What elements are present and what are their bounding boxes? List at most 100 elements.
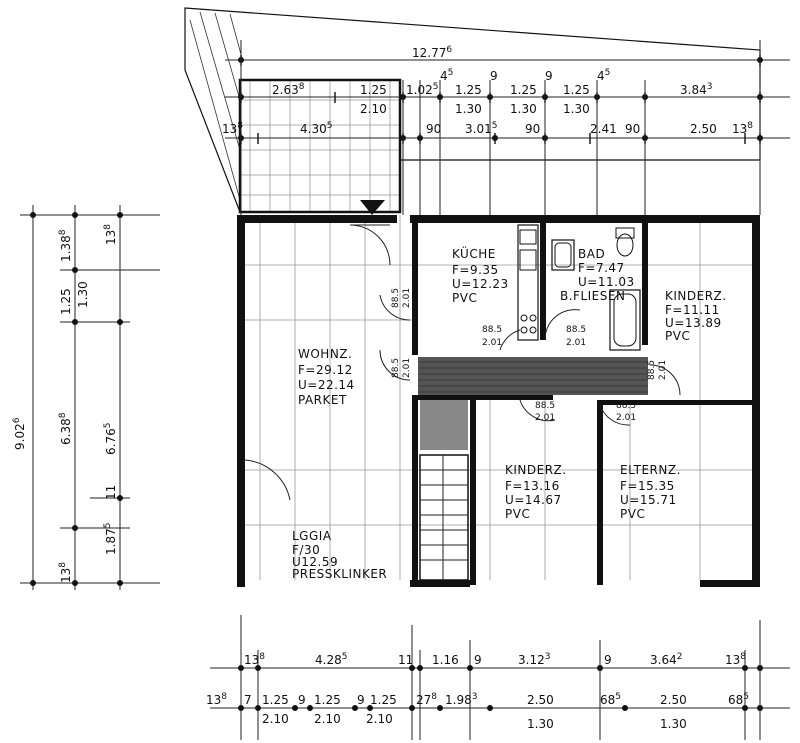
dim-bottom-b8-sup: 2 <box>677 652 683 662</box>
dim-top-t12: 3.84 <box>680 83 707 97</box>
dim-top-t10b: 1.30 <box>563 102 590 116</box>
dim-left-l9-sup: 8 <box>58 562 68 568</box>
dim-top-r1-sup: 8 <box>237 121 243 131</box>
dim-bottom-b4: 1.16 <box>432 653 459 667</box>
dim-bottom-b9-sup: 8 <box>740 652 746 662</box>
dim-left-l4-sup: 6 <box>12 417 22 423</box>
door-label-4: 88.5 <box>566 325 586 335</box>
dim-bottom-c8-sup: 8 <box>431 692 437 702</box>
dim-left-l2: 13 <box>104 230 118 245</box>
dim-left-l1-sup: 8 <box>58 229 68 235</box>
svg-text:1.983: 1.983 <box>445 692 477 707</box>
dim-left-l8-sup: 5 <box>103 523 113 529</box>
dim-bottom-b8: 3.64 <box>650 653 677 667</box>
room-loggia-name: LGGIA <box>292 529 332 543</box>
room-kinderz1-name: KINDERZ. <box>665 289 727 303</box>
dim-bottom-b7: 9 <box>604 653 612 667</box>
dim-bottom-c1-sup: 8 <box>221 692 227 702</box>
door-label-6: 88.5 <box>535 401 555 411</box>
dim-bottom-c11: 68 <box>600 693 615 707</box>
svg-text:9.026: 9.026 <box>12 417 27 450</box>
svg-text:6.765: 6.765 <box>103 423 118 455</box>
room-bad-name: BAD <box>578 247 605 261</box>
dim-top-t4: 1.02 <box>406 83 433 97</box>
terrace-area <box>184 7 761 215</box>
dim-top-r1: 13 <box>222 122 237 136</box>
dim-left-l1: 1.38 <box>59 235 73 262</box>
room-bad-floor: B.FLIESEN <box>560 289 625 303</box>
dim-bottom-c10: 2.50 <box>527 693 554 707</box>
room-loggia: LGGIA F/30 U12.59 PRESSKLINKER <box>292 529 387 581</box>
dim-top-t11: 4 <box>597 69 605 83</box>
dim-top-t5: 4 <box>440 69 448 83</box>
room-elternz-area: F=15.35 <box>620 479 675 493</box>
room-bad-perimeter: U=11.03 <box>578 275 635 289</box>
dim-left-l5-sup: 8 <box>58 412 68 418</box>
door-label-1b: 2.01 <box>402 288 412 308</box>
dim-bottom-c5: 1.25 <box>314 693 341 707</box>
svg-text:685: 685 <box>728 692 749 707</box>
svg-text:4.305: 4.305 <box>300 121 332 136</box>
door-label-7b: 2.01 <box>616 413 636 423</box>
dim-bottom-c4: 9 <box>298 693 306 707</box>
dim-bottom-c7: 1.25 <box>370 693 397 707</box>
svg-text:278: 278 <box>416 692 437 707</box>
dim-top-r9-sup: 8 <box>747 121 753 131</box>
dim-top-t8b: 1.30 <box>510 102 537 116</box>
svg-text:138: 138 <box>725 652 746 667</box>
dim-top-r2-sup: 5 <box>327 121 333 131</box>
svg-text:2.638: 2.638 <box>272 82 305 97</box>
dim-bottom-c5b: 2.10 <box>314 712 341 726</box>
room-kinderz1-floor: PVC <box>665 329 690 343</box>
svg-text:138: 138 <box>732 121 753 136</box>
room-kueche: KÜCHE F=9.35 U=12.23 PVC <box>452 245 508 305</box>
dim-left-l2-sup: 8 <box>103 224 113 230</box>
svg-text:685: 685 <box>600 692 621 707</box>
room-elternz-floor: PVC <box>620 507 645 521</box>
dim-left-l6-sup: 5 <box>103 423 113 429</box>
svg-text:1.875: 1.875 <box>103 523 118 555</box>
interior-grid <box>240 215 760 580</box>
dim-left-l9: 13 <box>59 568 73 583</box>
dim-top-r9: 13 <box>732 122 747 136</box>
room-kinderz-2: KINDERZ. F=13.16 U=14.67 PVC <box>505 463 566 521</box>
svg-text:4.285: 4.285 <box>315 652 347 667</box>
dim-bottom-b9: 13 <box>725 653 740 667</box>
dim-bottom-c13-sup: 5 <box>743 692 749 702</box>
dim-bottom-b1-sup: 8 <box>259 652 265 662</box>
dim-left-l7: 11 <box>104 485 118 500</box>
svg-text:138: 138 <box>58 562 73 583</box>
room-kinderz2-area: F=13.16 <box>505 479 560 493</box>
door-label-2b: 2.01 <box>402 358 412 378</box>
dim-bottom-b6: 3.12 <box>518 653 545 667</box>
dim-bottom-c7b: 2.10 <box>366 712 393 726</box>
room-kinderz2-floor: PVC <box>505 507 530 521</box>
dim-top-t6: 1.25 <box>455 83 482 97</box>
dim-top-r3: 90 <box>426 122 441 136</box>
door-label-5b: 2.01 <box>658 360 668 380</box>
door-label-5: 88.5 <box>647 360 657 380</box>
door-label-6b: 2.01 <box>535 413 555 423</box>
dim-top-t9: 9 <box>545 69 553 83</box>
svg-text:138: 138 <box>222 121 243 136</box>
room-bad-area: F=7.47 <box>578 261 625 275</box>
dimension-lines-left: 9.026 1.388 1.25 1.30 6.388 138 138 6.76… <box>12 205 160 590</box>
room-loggia-floor: PRESSKLINKER <box>292 567 387 581</box>
svg-text:3.843: 3.843 <box>680 82 712 97</box>
door-swings <box>244 224 681 501</box>
dim-bottom-c12b: 1.30 <box>660 717 687 731</box>
dim-top-r2: 4.30 <box>300 122 327 136</box>
dim-left-l3: 1.25 <box>59 288 73 315</box>
room-kueche-floor: PVC <box>452 291 477 305</box>
dim-bottom-c9: 1.98 <box>445 693 472 707</box>
dim-top-t2: 2.63 <box>272 83 299 97</box>
door-label-7: 88.5 <box>616 401 636 411</box>
dim-top-t1-sup: 6 <box>446 45 452 55</box>
room-kinderz1-area: F=11.11 <box>665 303 720 317</box>
dim-top-r8: 2.50 <box>690 122 717 136</box>
dim-top-r7: 90 <box>625 122 640 136</box>
svg-text:3.642: 3.642 <box>650 652 682 667</box>
room-wohnz-perimeter: U=22.14 <box>298 378 355 392</box>
dim-bottom-c6: 9 <box>357 693 365 707</box>
